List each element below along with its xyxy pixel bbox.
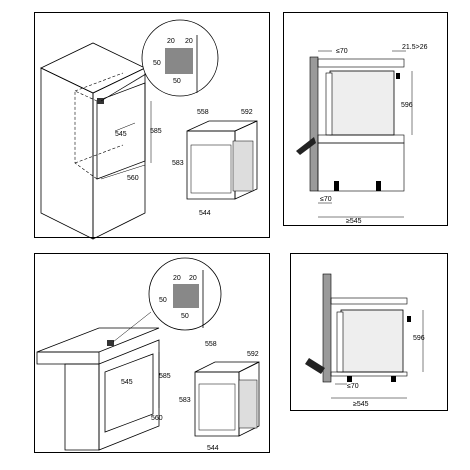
gap-bottom-label: ≤70 [347, 383, 359, 390]
undercounter-install-drawing: 545 585 560 20 20 50 50 558 592 583 544 [36, 257, 260, 452]
rail-bracket [396, 73, 400, 79]
support-base [330, 371, 408, 377]
inset-bottom-label: 50 [173, 78, 181, 85]
oven-width-label: 558 [205, 341, 217, 348]
inset-left-top-label: 20 [173, 275, 181, 282]
inset-left-mid-label: 50 [159, 297, 167, 304]
top-shelf [317, 58, 405, 68]
oven-body-top [186, 120, 258, 132]
leg-rear [376, 181, 381, 191]
oven-body-top [194, 361, 260, 373]
vent-slot [107, 340, 114, 346]
height-label: 596 [413, 335, 425, 342]
oven-body-front [186, 130, 236, 200]
detail-vent-opening [173, 284, 199, 308]
vent-slot [97, 98, 104, 104]
column-section-drawing: ≤70 21.5>26 596 ≤70 ≥545 [296, 44, 428, 225]
column-cabinet-top [40, 42, 146, 94]
cabinet-side-wall [322, 273, 332, 383]
oven-front-width-label: 544 [199, 210, 211, 217]
leg-rear [391, 376, 396, 382]
inset-left-mid-label: 50 [153, 60, 161, 67]
countertop-front-edge [36, 351, 100, 365]
column-install-drawing: 545 585 560 20 20 50 50 558 592 583 544 [40, 19, 258, 240]
oven-door [190, 144, 232, 194]
countertop [36, 327, 160, 353]
detail-vent-opening [165, 48, 193, 74]
oven-door-profile [325, 72, 333, 136]
depth-label: ≥545 [353, 401, 369, 408]
height-label: 596 [401, 102, 413, 109]
panel-column-install: 545 585 560 20 20 50 50 558 592 583 544 [34, 12, 270, 240]
inset-top-label: 20 [189, 275, 197, 282]
niche-depth-lines [74, 90, 98, 180]
leg-front [334, 181, 339, 191]
column-cabinet-front [40, 67, 94, 240]
oven-side-window [232, 140, 254, 192]
oven-door [198, 383, 236, 431]
inset-top-label: 20 [185, 38, 193, 45]
undercounter-section-drawing: 596 ≤70 ≥545 [305, 273, 425, 408]
gap-bottom-label: ≤70 [320, 196, 332, 203]
oven-height-label: 583 [179, 397, 191, 404]
cabinet-height-label: 585 [150, 128, 162, 135]
oven-height-label: 583 [172, 160, 184, 167]
cabinet-height-label: 585 [159, 373, 171, 380]
rail-dimension-label: 21.5>26 [402, 44, 428, 51]
oven-depth-label: 592 [247, 351, 259, 358]
cabinet-side-wall [309, 56, 319, 192]
support-shelf [317, 134, 405, 144]
airflow-arrow-icon [305, 358, 325, 374]
oven-niche [104, 353, 154, 433]
airflow-arrow-icon [296, 137, 316, 155]
inset-left-top-label: 20 [167, 38, 175, 45]
cabinet-width-label: 545 [121, 379, 133, 386]
oven-width-label: 558 [197, 109, 209, 116]
leg-front [347, 376, 352, 382]
panel-column-section: ≤70 21.5>26 596 ≤70 ≥545 [283, 12, 448, 226]
gap-top-label: ≤70 [336, 48, 348, 55]
panel-undercounter-section: 596 ≤70 ≥545 [290, 253, 448, 411]
depth-label: ≥545 [346, 218, 362, 225]
oven-body [340, 309, 404, 373]
panel-undercounter-install: 545 585 560 20 20 50 50 558 592 583 544 [34, 253, 270, 453]
oven-niche [96, 82, 146, 180]
cabinet-width-label: 545 [115, 131, 127, 138]
cabinet-depth-label: 560 [127, 175, 139, 182]
rail-bracket [407, 316, 411, 322]
cabinet-front [64, 363, 100, 451]
cabinet-side [98, 339, 160, 451]
oven-depth-label: 592 [241, 109, 253, 116]
countertop-line [330, 297, 408, 305]
lower-cabinet [317, 142, 405, 192]
oven-front-width-label: 544 [207, 445, 219, 452]
oven-body-front [194, 371, 240, 437]
oven-door-profile [336, 311, 344, 373]
oven-body [329, 70, 395, 136]
oven-side-window [238, 379, 258, 429]
cabinet-depth-label: 560 [151, 415, 163, 422]
inset-bottom-label: 50 [181, 313, 189, 320]
